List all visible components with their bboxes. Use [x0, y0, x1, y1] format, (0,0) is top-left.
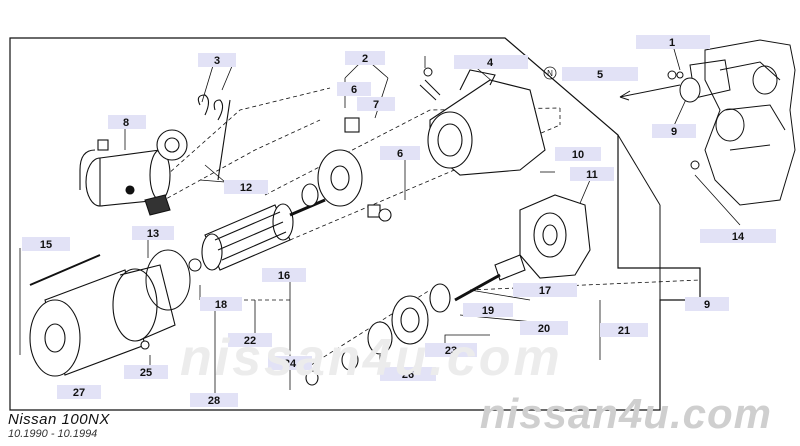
svg-text:17: 17	[539, 285, 551, 297]
svg-text:5: 5	[597, 69, 603, 81]
period-caption: 10.1990 - 10.1994	[8, 428, 98, 440]
callout-layer: 1 2 3 4 5 N 6 6 7 8 9 9 10 11 12 13 14 1…	[22, 35, 776, 407]
callout-19[interactable]: 19	[463, 303, 513, 317]
svg-text:8: 8	[123, 117, 129, 129]
svg-text:27: 27	[73, 387, 85, 399]
note-symbol: N	[543, 66, 557, 80]
svg-text:20: 20	[538, 323, 550, 335]
callout-27[interactable]: 27	[57, 385, 101, 399]
svg-text:4: 4	[487, 57, 494, 69]
pointer-arrow	[619, 84, 681, 101]
svg-text:1: 1	[669, 37, 675, 49]
yoke-part	[29, 264, 176, 377]
callout-14[interactable]: 14	[700, 229, 776, 243]
brush-plate-part	[317, 117, 392, 222]
assembly-frame	[9, 37, 701, 411]
callout-9a[interactable]: 9	[652, 124, 696, 138]
callout-21[interactable]: 21	[600, 323, 648, 337]
svg-text:9: 9	[704, 299, 710, 311]
gear-set-part	[305, 283, 451, 386]
shift-lever-part	[144, 129, 188, 216]
svg-text:16: 16	[278, 270, 290, 282]
svg-text:11: 11	[586, 169, 598, 181]
callout-24[interactable]: 24	[268, 356, 312, 370]
callout-26[interactable]: 26	[380, 367, 436, 381]
svg-text:14: 14	[732, 231, 745, 243]
svg-text:26: 26	[402, 369, 414, 381]
callout-11[interactable]: 11	[570, 167, 614, 181]
svg-text:21: 21	[618, 325, 630, 337]
frame-edge	[617, 134, 661, 206]
svg-text:10: 10	[572, 149, 584, 161]
callout-23[interactable]: 23	[425, 343, 477, 357]
watermark-text: nissan4u.com	[180, 329, 563, 387]
svg-text:24: 24	[284, 358, 297, 370]
callout-28[interactable]: 28	[190, 393, 238, 407]
mounting-part	[667, 59, 731, 170]
callout-8[interactable]: 8	[108, 115, 146, 129]
clip-part	[197, 94, 231, 181]
callout-12[interactable]: 12	[224, 180, 268, 194]
model-caption: Nissan 100NX	[8, 411, 110, 428]
callout-6b[interactable]: 6	[380, 146, 420, 160]
callout-5[interactable]: 5	[562, 67, 638, 81]
ring-bolt-parts	[29, 249, 202, 311]
callout-7[interactable]: 7	[357, 97, 395, 111]
svg-text:23: 23	[445, 345, 457, 357]
svg-text:18: 18	[215, 299, 227, 311]
svg-text:6: 6	[351, 84, 357, 96]
svg-text:7: 7	[373, 99, 379, 111]
svg-text:15: 15	[40, 239, 52, 251]
svg-text:25: 25	[140, 367, 152, 379]
svg-text:N: N	[547, 69, 553, 78]
svg-text:22: 22	[244, 335, 256, 347]
front-housing-part	[427, 69, 546, 176]
callout-17[interactable]: 17	[513, 283, 577, 297]
callout-2[interactable]: 2	[345, 51, 385, 65]
rear-housing-part	[519, 194, 591, 279]
callout-18[interactable]: 18	[200, 297, 242, 311]
svg-text:6: 6	[397, 148, 403, 160]
svg-text:2: 2	[362, 53, 368, 65]
callout-13[interactable]: 13	[132, 226, 174, 240]
armature-part	[201, 183, 326, 271]
svg-text:28: 28	[208, 395, 220, 407]
bolt-part	[419, 67, 441, 101]
callout-1[interactable]: 1	[636, 35, 710, 49]
callout-9b[interactable]: 9	[685, 297, 729, 311]
solenoid-part	[79, 139, 171, 207]
callout-10[interactable]: 10	[555, 147, 601, 161]
svg-text:13: 13	[147, 228, 159, 240]
svg-text:12: 12	[240, 182, 252, 194]
callout-20[interactable]: 20	[520, 321, 568, 335]
callout-25[interactable]: 25	[124, 365, 168, 379]
svg-text:9: 9	[671, 126, 677, 138]
engine-block-sketch	[704, 39, 796, 206]
pinion-shaft-part	[454, 254, 526, 302]
svg-text:3: 3	[214, 55, 220, 67]
svg-text:19: 19	[482, 305, 494, 317]
callout-4[interactable]: 4	[454, 55, 528, 69]
callout-6a[interactable]: 6	[337, 82, 371, 96]
callout-3[interactable]: 3	[198, 53, 236, 67]
brand-logo-text: nissan4u.com	[479, 390, 772, 437]
callout-22[interactable]: 22	[228, 333, 272, 347]
callout-15[interactable]: 15	[22, 237, 70, 251]
callout-16[interactable]: 16	[262, 268, 306, 282]
